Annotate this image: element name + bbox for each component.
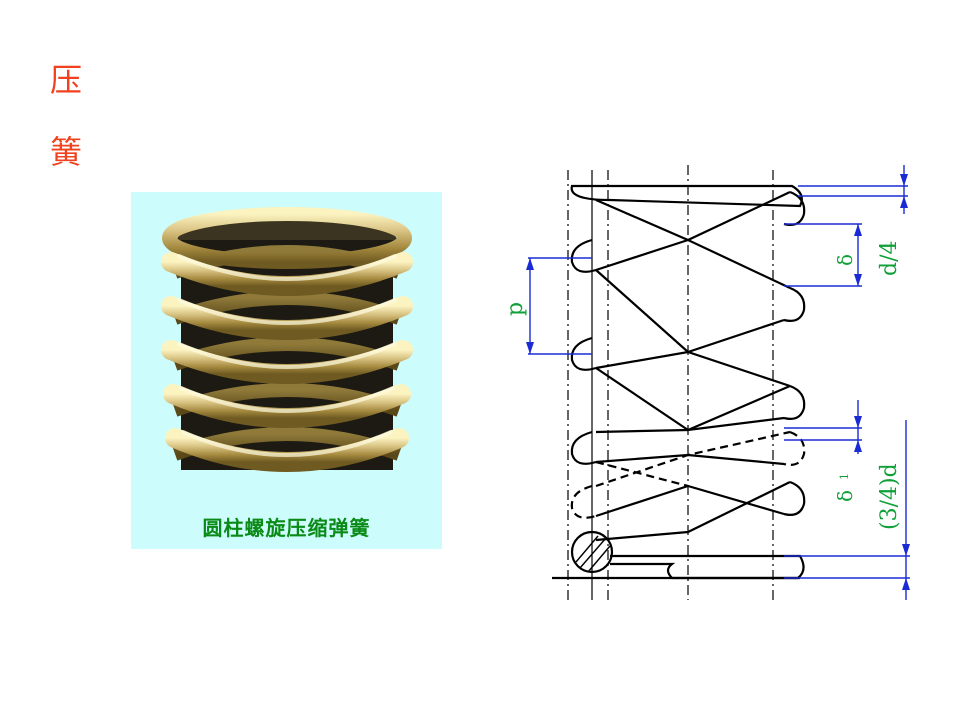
label-delta1-subscript: 1 <box>838 473 851 480</box>
dimension-arrows <box>526 174 910 590</box>
label-pitch: p <box>503 302 528 316</box>
drawing-lines <box>552 165 806 600</box>
title-char-2: 簧 <box>50 133 83 171</box>
spring-photo: 圆柱螺旋压缩弹簧 <box>131 192 442 549</box>
label-three-quarter-d: (3/4)d <box>877 463 902 530</box>
photo-caption: 圆柱螺旋压缩弹簧 <box>202 516 371 540</box>
title-char-1: 压 <box>50 61 83 99</box>
label-delta1: δ <box>833 490 857 502</box>
dimension-lines <box>528 165 910 600</box>
spring-3d-illustration <box>161 207 413 472</box>
label-delta: δ <box>833 254 857 266</box>
label-d-quarter: d/4 <box>877 241 902 277</box>
